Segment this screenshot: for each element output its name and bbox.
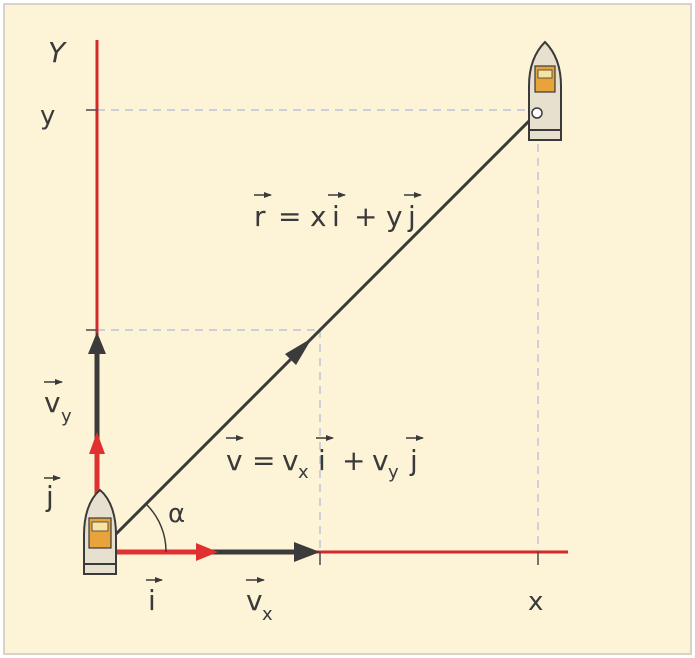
x-tick-label: x [528,587,543,617]
guide-lines [97,109,539,552]
veq-sub-x: x [298,462,309,483]
y-tick-label: y [40,101,55,131]
vy-label-sub: y [61,406,72,427]
vy-label: v y [44,379,72,427]
veq-i: i [318,444,326,477]
eq-r: r [254,200,266,233]
veq-sub-y: y [388,462,399,483]
boat-origin [83,488,117,575]
veq-plus: + [342,444,365,477]
veq-v1: v [282,444,299,477]
eq-j: j [407,200,416,233]
vy-arrowhead [88,332,106,354]
unit-j-label: j [44,475,61,513]
eq-x: x [310,200,327,233]
position-vector-r [98,112,538,552]
vy-label-v: v [44,386,61,419]
eq-i: i [332,200,340,233]
eq-equals: = [278,200,301,233]
eq-plus: + [354,200,377,233]
unit-i-arrowhead [196,543,218,561]
background-panel [3,3,692,655]
vx-arrowhead [294,542,320,562]
veq-v: v [226,444,243,477]
svg-text:j: j [45,480,54,513]
angle-alpha-label: α [168,499,185,529]
vx-label-sub: x [262,604,273,625]
angle-arc [146,504,167,553]
svg-text:i: i [148,584,156,617]
unit-i-label: i [146,577,163,617]
axis-y-label: Y [48,36,67,69]
position-equation: r = x i + y j [254,192,422,233]
veq-j: j [409,444,418,477]
boat-position [528,40,562,141]
velocity-equation: v = v x i + v y j [226,435,424,483]
velocity-arrowhead [285,338,312,365]
unit-j-arrowhead [89,432,105,454]
eq-y: y [386,200,403,233]
veq-equals: = [252,444,275,477]
veq-v2: v [372,444,389,477]
vx-label-v: v [246,584,263,617]
vx-label: v x [246,577,273,625]
